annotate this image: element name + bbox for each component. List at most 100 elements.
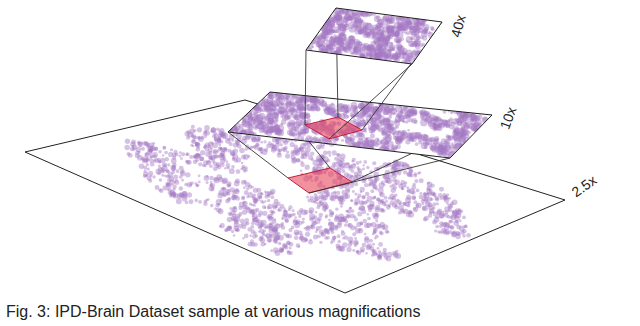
tissue-dot [395, 253, 401, 259]
tissue-dot [298, 245, 300, 247]
tissue-dot [396, 161, 398, 163]
tissue-dot [372, 213, 377, 218]
tissue-dot [162, 154, 164, 156]
tissue-dot [428, 213, 433, 218]
tissue-dot [402, 202, 405, 205]
tissue-dot [411, 185, 416, 190]
tissue-dot [143, 174, 147, 178]
tissue-dot [454, 215, 459, 220]
tissue-dot [439, 213, 444, 218]
tissue-dot [206, 181, 209, 184]
tissue-dot [176, 169, 180, 173]
tissue-dot [271, 147, 276, 152]
tissue-dot [452, 199, 458, 205]
tissue-dot [229, 168, 235, 174]
plane-border [25, 100, 565, 293]
tissue-dot [299, 236, 303, 240]
plane-group [25, 100, 565, 293]
tissue-dot [270, 209, 274, 213]
tissue-dot [302, 218, 305, 221]
tissue-dot [388, 205, 391, 208]
tissue-dot [241, 197, 245, 201]
tissue-dot [271, 227, 274, 230]
tissue-dot [290, 213, 294, 217]
tissue-dot [390, 185, 394, 189]
tissue-dot [403, 170, 407, 174]
tissue-dot [251, 204, 254, 207]
tissue-dot [432, 206, 435, 209]
tissue-dot [250, 210, 253, 213]
tissue-dot [357, 194, 361, 198]
tissue-dot [432, 220, 437, 225]
tissue-dot [213, 177, 218, 182]
tissue-dot [155, 169, 161, 175]
tissue-dot [193, 129, 196, 132]
tissue-dot [392, 178, 397, 183]
tissue-dot [255, 143, 259, 147]
tissue-dot [434, 229, 437, 232]
tissue-dot [171, 167, 176, 172]
tissue-dot [459, 219, 462, 222]
tissue-dot [191, 125, 195, 129]
tissue-dot [170, 148, 173, 151]
tissue-dot [241, 162, 244, 165]
tissue-dot [172, 156, 176, 160]
tissue-dot [259, 195, 263, 199]
tissue-dot [370, 189, 374, 193]
tissue-dot [391, 164, 396, 169]
tissue-dot [164, 151, 168, 155]
tissue-dot [186, 160, 191, 165]
tissue-dot [325, 214, 328, 217]
tissue-dot [304, 210, 309, 215]
tissue-dot [357, 250, 362, 255]
tissue-dot [220, 223, 225, 228]
tissue-dot [447, 194, 450, 197]
tissue-dot [362, 195, 366, 199]
tissue-dot [320, 190, 325, 195]
tissue-dot [185, 201, 189, 205]
tissue-dot [361, 209, 366, 214]
tissue-dot [257, 147, 261, 151]
tissue-dot [198, 136, 204, 142]
tissue-dot [138, 142, 143, 147]
tissue-dot [196, 184, 199, 187]
tissue-dot [200, 150, 205, 155]
tissue-dot [439, 187, 444, 192]
tissue-dot [294, 235, 299, 240]
tissue-dot [349, 207, 352, 210]
tissue-dot [448, 220, 451, 223]
tissue-dot [375, 224, 381, 230]
tissue-dot [244, 234, 249, 239]
tissue-dot [364, 233, 367, 236]
tissue-dot [255, 216, 258, 219]
tissue-dot [260, 141, 263, 144]
tissue-dot [206, 175, 209, 178]
tissue-dot [297, 210, 302, 215]
tissue-dot [239, 148, 245, 154]
tissue-dot [210, 204, 214, 208]
tissue-dot [326, 236, 330, 240]
tissue-texture [227, 90, 489, 160]
tissue-dot [197, 127, 202, 132]
tissue-dot [268, 239, 272, 243]
tissue-dot [143, 166, 147, 170]
tissue-dot [464, 224, 467, 227]
tissue-dot [277, 209, 280, 212]
tissue-dot [382, 209, 386, 213]
tissue-dot [241, 155, 246, 160]
tissue-dot [258, 237, 263, 242]
tissue-dot [319, 213, 323, 217]
tissue-dot [180, 170, 184, 174]
tissue-dot [163, 164, 166, 167]
tissue-dot [173, 150, 177, 154]
tissue-dot [278, 247, 283, 252]
tissue-dot [195, 184, 198, 187]
tissue-dot [230, 210, 236, 216]
tissue-dot [349, 183, 354, 188]
tissue-dot [219, 128, 224, 133]
tissue-dot [246, 188, 249, 191]
tissue-dot [150, 155, 154, 159]
tissue-dot [205, 130, 210, 135]
tissue-dot [381, 180, 385, 184]
tissue-dot [421, 199, 425, 203]
